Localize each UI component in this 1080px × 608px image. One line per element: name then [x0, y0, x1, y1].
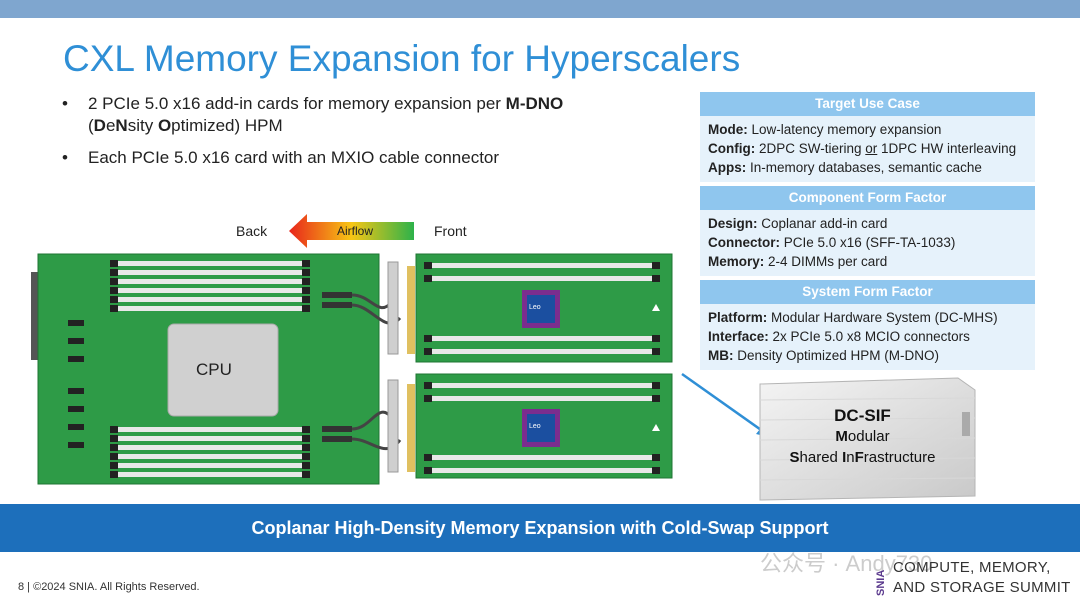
summit-line-2: AND STORAGE SUMMIT [893, 579, 1071, 596]
bullet-1-text: 2 PCIe 5.0 x16 add-in cards for memory e… [88, 94, 506, 113]
bullet-2-text: Each PCIe 5.0 x16 card with an MXIO cabl… [88, 148, 500, 167]
server-name: DC-SIF [834, 406, 891, 425]
card-bracket-top [387, 261, 415, 355]
panel-row: Mode: Low-latency memory expansion [708, 122, 942, 137]
panel-row: Interface: 2x PCIe 5.0 x8 MCIO connector… [708, 329, 970, 344]
server-line1: Modular [835, 428, 890, 445]
panel-header: Component Form Factor [700, 186, 1035, 210]
server-line2: Shared InFrastructure [789, 449, 936, 466]
panel-row: Connector: PCIe 5.0 x16 (SFF-TA-1033) [708, 235, 956, 250]
airflow-arrow-icon [289, 214, 414, 248]
server-caption: DC-SIF Modular Shared InFrastructure [770, 405, 955, 468]
bullet-item-2: • Each PCIe 5.0 x16 card with an MXIO ca… [62, 147, 662, 169]
mcio-connectors [322, 292, 352, 442]
bottom-banner: Coplanar High-Density Memory Expansion w… [0, 504, 1080, 552]
dc-sif-server-image [759, 377, 976, 501]
back-label: Back [236, 223, 268, 239]
panel-header: Target Use Case [700, 92, 1035, 116]
panel-row: Design: Coplanar add-in card [708, 216, 888, 231]
dimm-slots-bottom [110, 427, 310, 477]
front-label: Front [434, 223, 467, 239]
svg-text:SNIA: SNIA [875, 570, 887, 596]
panel-row: Apps: In-memory databases, semantic cach… [708, 160, 982, 175]
retimer-chip-label-top: Leo [529, 304, 541, 311]
top-accent-bar [0, 0, 1080, 18]
bullet-list: • 2 PCIe 5.0 x16 add-in cards for memory… [62, 93, 662, 179]
motherboard [31, 253, 380, 485]
bullet-1-line2: (DeNsity Optimized) HPM [88, 116, 283, 135]
dimm-clips [110, 260, 310, 478]
pointer-arrow-icon [681, 372, 772, 438]
watermark-text: 公众号 · Andy730 [760, 551, 933, 576]
panel-body: Design: Coplanar add-in card Connector: … [700, 210, 1035, 276]
panel-row: MB: Density Optimized HPM (M-DNO) [708, 348, 940, 363]
panel-target-use-case: Target Use Case Mode: Low-latency memory… [700, 92, 1035, 182]
vrm-components [68, 320, 84, 448]
card-bracket-bottom [387, 379, 415, 473]
panel-row: Memory: 2-4 DIMMs per card [708, 254, 888, 269]
airflow-label: Airflow [337, 224, 374, 238]
panel-system-form-factor: System Form Factor Platform: Modular Har… [700, 280, 1035, 370]
bullet-item-1: • 2 PCIe 5.0 x16 add-in cards for memory… [62, 93, 662, 137]
panel-body: Mode: Low-latency memory expansion Confi… [700, 116, 1035, 182]
cxl-addin-card-bottom [415, 373, 673, 479]
copyright-text: 8 | ©2024 SNIA. All Rights Reserved. [18, 581, 200, 593]
bullet-dot-icon: • [62, 94, 68, 113]
bullet-1-bold: M-DNO [505, 94, 564, 113]
cxl-addin-card-top [415, 253, 673, 363]
panel-component-form-factor: Component Form Factor Design: Coplanar a… [700, 186, 1035, 276]
panel-row: Platform: Modular Hardware System (DC-MH… [708, 310, 998, 325]
panel-body: Platform: Modular Hardware System (DC-MH… [700, 304, 1035, 370]
summit-line-1: COMPUTE, MEMORY, [893, 559, 1051, 576]
slide-title: CXL Memory Expansion for Hyperscalers [63, 38, 741, 79]
dimm-slots-top [110, 261, 310, 311]
panel-row: Config: 2DPC SW-tiering or 1DPC HW inter… [708, 141, 1017, 156]
snia-logo: SNIA [875, 570, 887, 596]
panel-header: System Form Factor [700, 280, 1035, 304]
summit-logo-text: COMPUTE, MEMORY, AND STORAGE SUMMIT [893, 558, 1071, 598]
bullet-dot-icon: • [62, 148, 68, 167]
cpu-socket [167, 323, 279, 417]
cpu-label: CPU [196, 360, 232, 379]
retimer-chip-label-bottom: Leo [529, 423, 541, 430]
